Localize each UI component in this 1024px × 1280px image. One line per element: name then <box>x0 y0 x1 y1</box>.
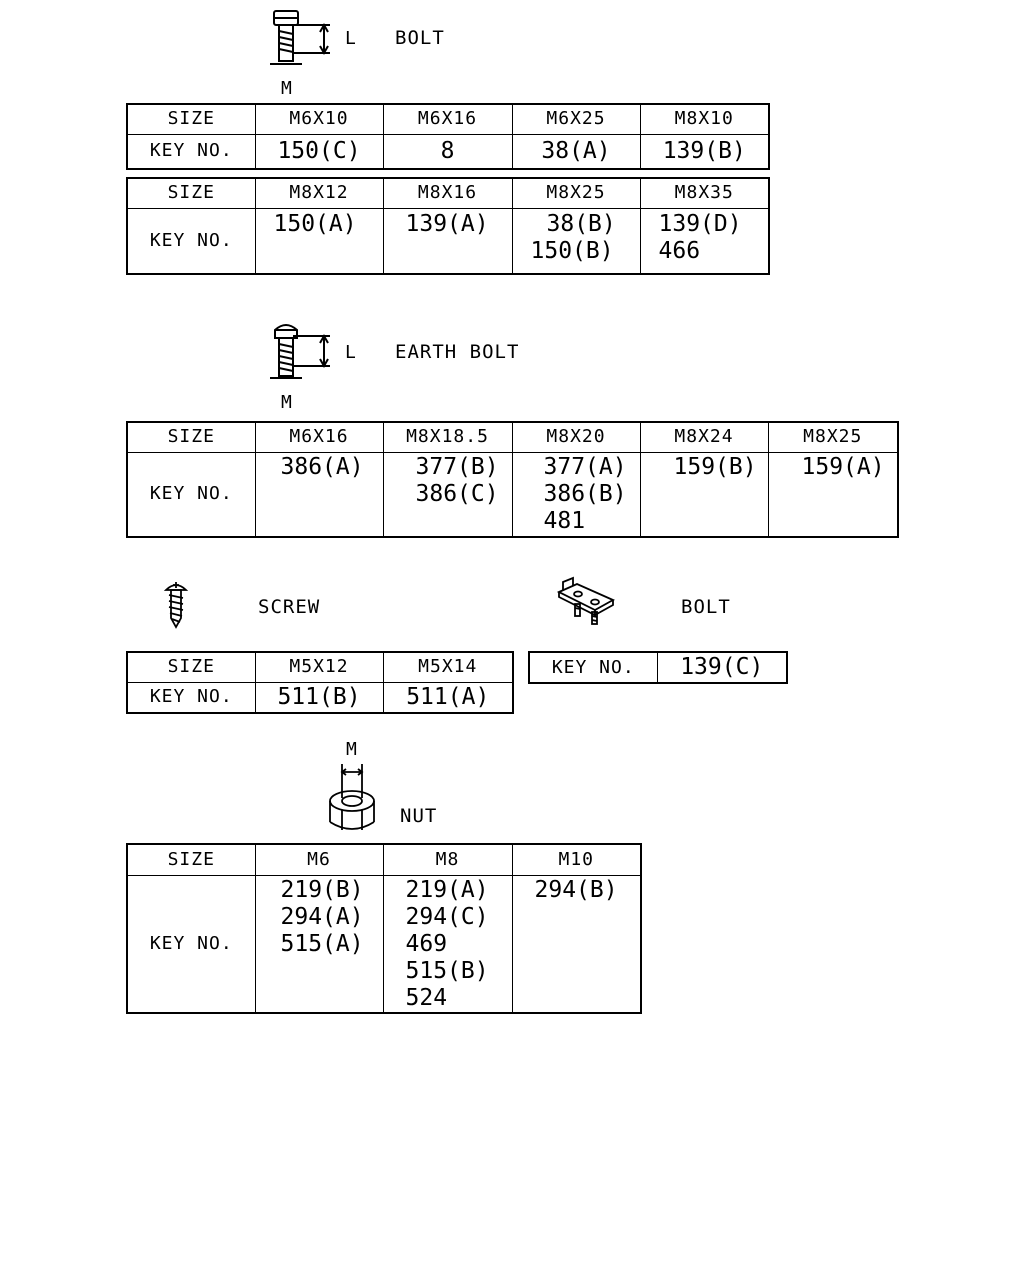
key-no-cell: 159(A) <box>767 451 899 538</box>
key-no-header: KEY NO. <box>126 207 256 275</box>
bolt-title: BOLT <box>395 27 445 49</box>
size-cell: M8X20 <box>511 421 641 453</box>
bracket-bolt-icon <box>556 576 616 625</box>
bolt-table-2: SIZE M8X12 M8X16 M8X25 M8X35 KEY NO. 150… <box>126 177 770 275</box>
size-cell: M8X16 <box>382 177 513 209</box>
earth-bolt-title: EARTH BOLT <box>395 341 520 363</box>
key-no-value: 524 <box>405 984 448 1011</box>
size-cell: M6X16 <box>382 103 513 135</box>
key-no-cell: 386(A) <box>254 451 384 538</box>
size-cell: M6 <box>254 843 384 876</box>
bracket-bolt-table: KEY NO. 139(C) <box>528 651 788 684</box>
key-no-cell: 139(D)466 <box>639 207 770 275</box>
earth-bolt-table: SIZE M6X16 M8X18.5 M8X20 M8X24 M8X25 KEY… <box>126 421 899 538</box>
key-no-value: 219(B) <box>280 876 364 903</box>
key-no-value: 377(B) <box>415 453 499 480</box>
size-cell: M8X18.5 <box>382 421 513 453</box>
screw-table: SIZE M5X12 M5X14 KEY NO. 511(B) 511(A) <box>126 651 514 714</box>
nut-title: NUT <box>400 805 438 827</box>
key-no-value: 294(C) <box>405 903 489 930</box>
key-no-value: 150(B) <box>530 237 614 264</box>
key-no-cell: 377(B)386(C) <box>382 451 513 538</box>
key-no-header: KEY NO. <box>126 874 256 1014</box>
key-no-value: 159(A) <box>801 453 885 480</box>
size-header: SIZE <box>126 103 256 135</box>
size-cell: M8X25 <box>511 177 641 209</box>
key-no-cell: 377(A)386(B)481 <box>511 451 641 538</box>
length-dimension-label: L <box>345 342 356 363</box>
key-no-value: 219(A) <box>405 876 489 903</box>
size-cell: M6X25 <box>511 103 641 135</box>
size-cell: M8 <box>382 843 513 876</box>
diameter-dimension-label: M <box>281 392 292 413</box>
key-no-cell: 150(C) <box>254 133 384 170</box>
earth-bolt-icon <box>270 324 330 379</box>
key-no-value: 294(B) <box>534 876 618 903</box>
size-cell: M8X35 <box>639 177 770 209</box>
size-header: SIZE <box>126 843 256 876</box>
key-no-value: 386(C) <box>415 480 499 507</box>
size-cell: M8X25 <box>767 421 899 453</box>
key-no-cell: 150(A) <box>254 207 384 275</box>
key-no-header: KEY NO. <box>528 651 658 684</box>
bracket-bolt-title: BOLT <box>681 596 731 618</box>
size-cell: M6X10 <box>254 103 384 135</box>
key-no-value: 150(A) <box>273 210 357 237</box>
key-no-header: KEY NO. <box>126 451 256 538</box>
key-no-value: 469 <box>405 930 448 957</box>
key-no-cell: 219(B)294(A)515(A) <box>254 874 384 1014</box>
size-cell: M10 <box>511 843 642 876</box>
bolt-table-1: SIZE M6X10 M6X16 M6X25 M8X10 KEY NO. 150… <box>126 103 770 170</box>
key-no-value: 481 <box>543 507 586 534</box>
key-no-value: 386(A) <box>280 453 364 480</box>
key-no-cell: 511(B) <box>254 681 384 714</box>
key-no-value: 377(A) <box>543 453 627 480</box>
key-no-value: 466 <box>658 237 701 264</box>
key-no-cell: 139(C) <box>656 651 788 684</box>
key-no-value: 139(A) <box>405 210 489 237</box>
key-no-cell: 294(B) <box>511 874 642 1014</box>
key-no-value: 139(D) <box>658 210 742 237</box>
size-cell: M8X24 <box>639 421 769 453</box>
key-no-value: 38(B) <box>546 210 616 237</box>
nut-table: SIZE M6 M8 M10 KEY NO. 219(B)294(A)515(A… <box>126 843 642 1014</box>
key-no-value: 294(A) <box>280 903 364 930</box>
diameter-dimension-label: M <box>346 739 357 760</box>
length-dimension-label: L <box>345 28 356 49</box>
size-cell: M5X14 <box>382 651 514 683</box>
screw-icon <box>163 582 189 629</box>
key-no-value: 386(B) <box>543 480 627 507</box>
screw-title: SCREW <box>258 596 321 618</box>
size-header: SIZE <box>126 421 256 453</box>
size-header: SIZE <box>126 651 256 683</box>
key-no-cell: 511(A) <box>382 681 514 714</box>
key-no-value: 515(A) <box>280 930 364 957</box>
key-no-value: 515(B) <box>405 957 489 984</box>
key-no-cell: 159(B) <box>639 451 769 538</box>
key-no-value: 159(B) <box>673 453 757 480</box>
key-no-cell: 8 <box>382 133 513 170</box>
size-cell: M5X12 <box>254 651 384 683</box>
key-no-cell: 139(A) <box>382 207 513 275</box>
nut-icon <box>329 764 375 830</box>
diameter-dimension-label: M <box>281 78 292 99</box>
key-no-cell: 38(A) <box>511 133 641 170</box>
key-no-cell: 38(B)150(B) <box>511 207 641 275</box>
key-no-cell: 139(B) <box>639 133 770 170</box>
flange-bolt-icon <box>270 10 330 65</box>
key-no-header: KEY NO. <box>126 133 256 170</box>
size-cell: M8X12 <box>254 177 384 209</box>
key-no-header: KEY NO. <box>126 681 256 714</box>
size-header: SIZE <box>126 177 256 209</box>
size-cell: M8X10 <box>639 103 770 135</box>
size-cell: M6X16 <box>254 421 384 453</box>
